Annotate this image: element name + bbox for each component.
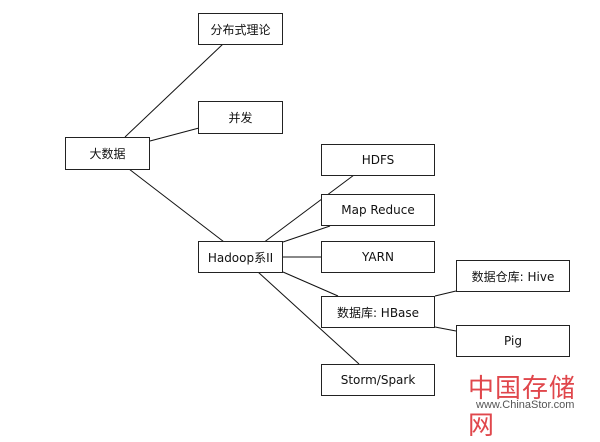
node-hbase[interactable]: 数据库: HBase — [321, 296, 435, 328]
node-label: YARN — [362, 250, 394, 264]
edge-root-concurrency — [149, 127, 200, 142]
node-hdfs[interactable]: HDFS — [321, 144, 435, 176]
edge-hbase-hive — [434, 290, 457, 297]
watermark-url: www.ChinaStor.com — [476, 399, 575, 411]
node-hadoop[interactable]: Hadoop系II — [198, 241, 283, 273]
connector-lines — [124, 43, 457, 365]
edge-hbase-pig — [434, 326, 457, 332]
node-label: Map Reduce — [341, 203, 415, 217]
edge-hadoop-hdfs — [262, 174, 355, 244]
edge-hadoop-mapreduce — [282, 225, 331, 243]
node-label: Storm/Spark — [340, 373, 416, 387]
edge-root-hadoop — [128, 168, 229, 246]
node-storm-spark[interactable]: Storm/Spark — [321, 364, 435, 396]
node-label: 并发 — [228, 111, 253, 125]
node-mapreduce[interactable]: Map Reduce — [321, 194, 435, 226]
node-label: Hadoop系II — [207, 250, 274, 265]
node-concurrency[interactable]: 并发 — [198, 101, 283, 134]
node-big-data[interactable]: 大数据 — [65, 137, 150, 170]
node-yarn[interactable]: YARN — [321, 241, 435, 273]
edge-root-distributed — [124, 43, 224, 138]
node-label: 大数据 — [89, 147, 126, 161]
node-pig[interactable]: Pig — [456, 325, 570, 357]
node-hive[interactable]: 数据仓库: Hive — [456, 260, 570, 292]
node-label: 数据仓库: Hive — [471, 269, 555, 284]
node-distributed-theory[interactable]: 分布式理论 — [198, 13, 283, 45]
node-label: Pig — [504, 334, 522, 348]
edge-hadoop-stormspark — [257, 271, 360, 365]
edge-hadoop-hbase — [282, 271, 339, 297]
node-label: 分布式理论 — [210, 22, 271, 37]
node-label: 数据库: HBase — [336, 305, 420, 320]
node-label: HDFS — [361, 153, 395, 167]
